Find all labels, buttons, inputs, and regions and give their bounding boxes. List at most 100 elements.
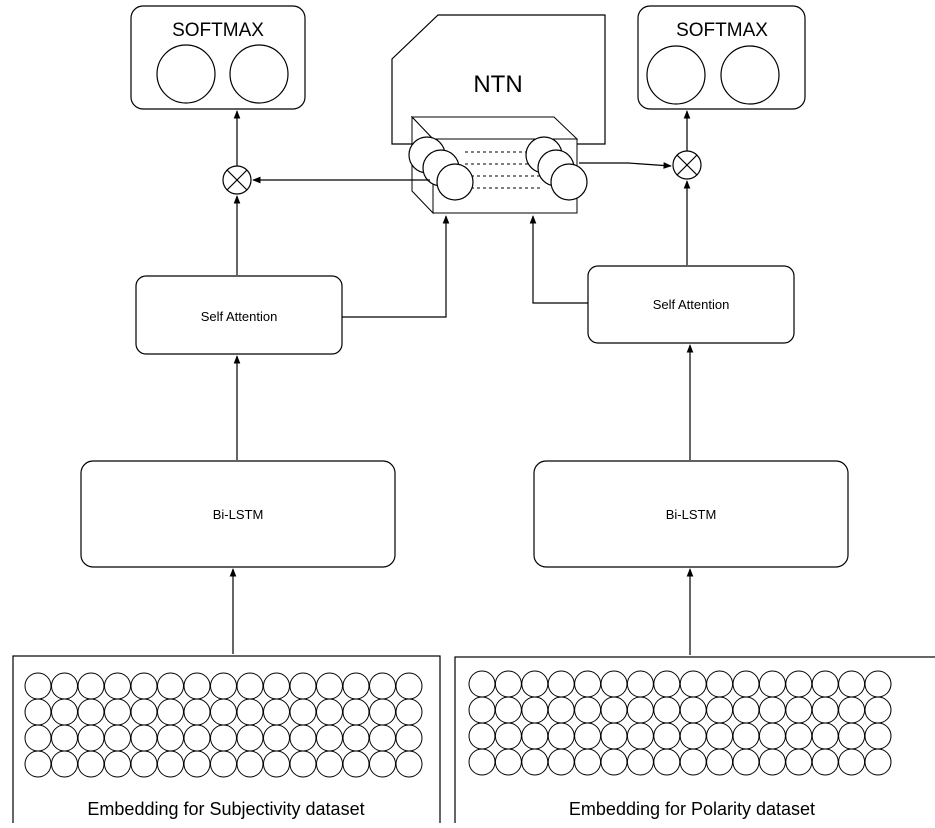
embedding-unit bbox=[369, 672, 396, 700]
embedding-unit bbox=[395, 672, 423, 700]
embedding-unit bbox=[706, 696, 734, 724]
embedding-unit bbox=[236, 750, 264, 778]
embedding-unit bbox=[758, 722, 786, 750]
embedding-unit bbox=[679, 670, 707, 698]
embedding-unit bbox=[342, 672, 370, 700]
embedding-unit bbox=[600, 748, 628, 776]
embedding-unit bbox=[838, 722, 866, 750]
softmax-right-label: SOFTMAX bbox=[676, 20, 768, 41]
embedding-unit bbox=[263, 724, 290, 752]
embedding-unit bbox=[785, 748, 813, 776]
embedding-unit bbox=[547, 722, 575, 750]
embedding-unit bbox=[130, 750, 158, 778]
embedding-unit bbox=[342, 724, 370, 752]
embedding-unit bbox=[653, 722, 681, 750]
embedding-unit bbox=[811, 748, 839, 776]
embedding-unit bbox=[811, 722, 839, 750]
embedding-unit bbox=[369, 724, 396, 752]
embedding-unit bbox=[468, 670, 496, 698]
softmax-right-node-1 bbox=[646, 45, 706, 105]
embedding-unit bbox=[51, 724, 78, 752]
embedding-unit bbox=[183, 750, 211, 778]
attention-right-label: Self Attention bbox=[653, 297, 730, 312]
embedding-unit bbox=[104, 750, 131, 778]
embedding-unit bbox=[157, 724, 184, 752]
embedding-unit bbox=[706, 670, 734, 698]
softmax-left-node-1 bbox=[156, 44, 216, 104]
embedding-unit bbox=[547, 670, 575, 698]
attention-left-label: Self Attention bbox=[201, 309, 278, 324]
embedding-unit bbox=[210, 698, 237, 726]
embedding-unit bbox=[263, 698, 290, 726]
embedding-unit bbox=[468, 722, 496, 750]
embedding-unit bbox=[785, 670, 813, 698]
embedding-unit bbox=[24, 698, 52, 726]
embedding-unit bbox=[369, 698, 396, 726]
embedding-unit bbox=[104, 724, 131, 752]
tensor-box bbox=[408, 115, 588, 215]
embedding-right-grid bbox=[468, 670, 892, 776]
arrow-ntn-to-multiply-right bbox=[579, 162, 672, 169]
embedding-unit bbox=[210, 724, 237, 752]
embedding-unit bbox=[316, 698, 343, 726]
embedding-unit bbox=[289, 724, 317, 752]
embedding-unit bbox=[289, 698, 317, 726]
embedding-unit bbox=[316, 750, 343, 778]
attention-left: Self Attention bbox=[135, 275, 343, 355]
tensor-node bbox=[550, 163, 588, 201]
embedding-unit bbox=[289, 750, 317, 778]
embedding-unit bbox=[838, 670, 866, 698]
tensor-node bbox=[436, 163, 474, 201]
embedding-unit bbox=[600, 670, 628, 698]
embedding-unit bbox=[183, 698, 211, 726]
embedding-unit bbox=[130, 672, 158, 700]
embedding-unit bbox=[210, 750, 237, 778]
embedding-unit bbox=[653, 696, 681, 724]
ntn-label: NTN bbox=[473, 71, 522, 98]
embedding-unit bbox=[706, 748, 734, 776]
embedding-unit bbox=[547, 696, 575, 724]
embedding-unit bbox=[494, 670, 522, 698]
embedding-unit bbox=[468, 696, 496, 724]
embedding-unit bbox=[521, 722, 549, 750]
embedding-unit bbox=[679, 748, 707, 776]
embedding-unit bbox=[263, 750, 290, 778]
embedding-unit bbox=[600, 696, 628, 724]
embedding-unit bbox=[77, 698, 105, 726]
embedding-unit bbox=[316, 672, 343, 700]
embedding-unit bbox=[626, 722, 654, 750]
embedding-unit bbox=[521, 670, 549, 698]
softmax-right: SOFTMAX bbox=[637, 5, 806, 110]
embedding-unit bbox=[77, 724, 105, 752]
embedding-unit bbox=[732, 670, 760, 698]
embedding-unit bbox=[236, 724, 264, 752]
embedding-unit bbox=[838, 748, 866, 776]
embedding-unit bbox=[494, 696, 522, 724]
bilstm-left: Bi-LSTM bbox=[80, 460, 396, 568]
embedding-unit bbox=[864, 722, 892, 750]
arrow-attention-left-to-ntn bbox=[342, 215, 450, 318]
embedding-unit bbox=[521, 748, 549, 776]
embedding-unit bbox=[626, 696, 654, 724]
embedding-unit bbox=[494, 722, 522, 750]
ntn-block: NTN bbox=[391, 14, 606, 215]
embedding-unit bbox=[104, 698, 131, 726]
embedding-unit bbox=[785, 722, 813, 750]
embedding-unit bbox=[732, 722, 760, 750]
embedding-unit bbox=[157, 698, 184, 726]
embedding-unit bbox=[289, 672, 317, 700]
embedding-unit bbox=[600, 722, 628, 750]
embedding-unit bbox=[653, 748, 681, 776]
embedding-unit bbox=[626, 748, 654, 776]
embedding-unit bbox=[395, 698, 423, 726]
bilstm-left-label: Bi-LSTM bbox=[213, 507, 264, 522]
embedding-unit bbox=[316, 724, 343, 752]
embedding-unit bbox=[626, 670, 654, 698]
embedding-unit bbox=[24, 672, 52, 700]
embedding-unit bbox=[574, 722, 602, 750]
embedding-unit bbox=[183, 672, 211, 700]
embedding-unit bbox=[104, 672, 131, 700]
embedding-unit bbox=[811, 670, 839, 698]
softmax-left-node-2 bbox=[229, 44, 289, 104]
